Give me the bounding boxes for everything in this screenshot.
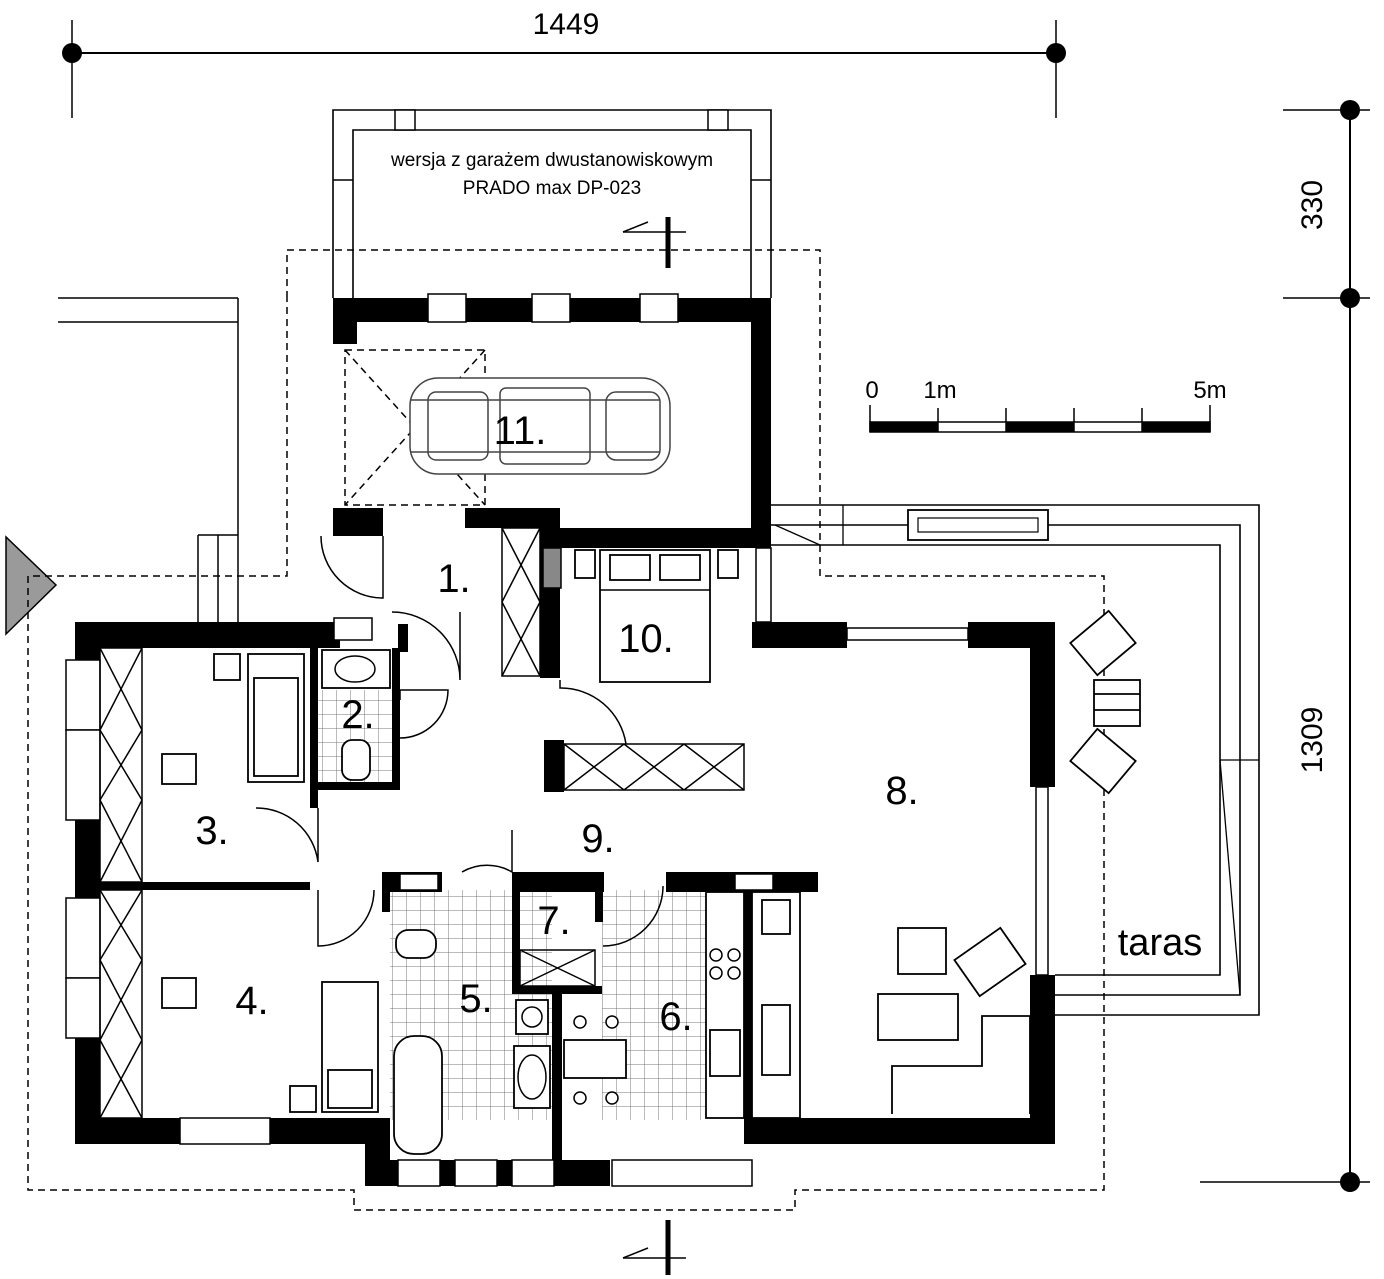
room-label-4: 4.: [235, 979, 268, 1023]
room-label-5: 5.: [459, 977, 492, 1021]
dimension-top: 1449: [62, 8, 1066, 118]
dimension-width: 1449: [533, 8, 600, 41]
section-marker-top: [622, 217, 686, 268]
scale-label-0: 0: [865, 377, 878, 404]
room-label-6: 6.: [659, 995, 692, 1039]
room-labels: 11. 1. 10. 2. 8. 3. 9. 7. 5. 4. 6.: [195, 409, 918, 1039]
fence-lines: [58, 297, 239, 625]
double-garage-outline: wersja z garażem dwustanowiskowym PRADO …: [332, 109, 772, 298]
room-label-1: 1.: [437, 557, 470, 601]
room-label-10: 10.: [618, 617, 674, 661]
garage: [344, 349, 671, 506]
roof-outline: [27, 249, 1105, 1211]
walls: [75, 298, 1055, 1186]
scale-label-1m: 1m: [923, 377, 956, 404]
bedroom-10-furniture: [542, 547, 739, 683]
dimension-right: 330 1309: [1200, 100, 1370, 1192]
kitchen-tiles: [602, 890, 706, 1120]
room-label-3: 3.: [195, 809, 228, 853]
entrance-arrow-icon: [5, 535, 58, 636]
bathroom-fixtures: [393, 929, 551, 1155]
living-room-furniture: [751, 891, 1031, 1119]
room-label-2: 2.: [341, 693, 374, 737]
scale-bar: 0 1m 5m: [865, 377, 1227, 433]
dimension-garage-depth: 330: [1296, 180, 1329, 230]
room-label-11: 11.: [494, 409, 547, 453]
room-label-9: 9.: [581, 817, 614, 861]
section-marker-bottom: [622, 1220, 686, 1275]
room-4-furniture: [161, 977, 379, 1113]
wc-fixtures: [321, 649, 391, 781]
room-3-furniture: [161, 653, 305, 785]
windows: [65, 293, 1049, 1187]
variant-note-line2: PRADO max DP-023: [463, 178, 641, 199]
terrace: taras: [771, 504, 1260, 1016]
scale-label-5m: 5m: [1193, 377, 1226, 404]
dimension-depth: 1309: [1296, 707, 1329, 774]
kitchen-furniture: [563, 891, 745, 1119]
wardrobes: [99, 527, 745, 1119]
terrace-label: taras: [1118, 922, 1202, 964]
car-icon: [409, 377, 671, 475]
terrace-furniture: [1069, 609, 1141, 795]
doors: [255, 535, 664, 947]
room-label-7: 7.: [537, 899, 570, 943]
room-label-8: 8.: [885, 769, 918, 813]
variant-note-line1: wersja z garażem dwustanowiskowym: [390, 150, 713, 171]
